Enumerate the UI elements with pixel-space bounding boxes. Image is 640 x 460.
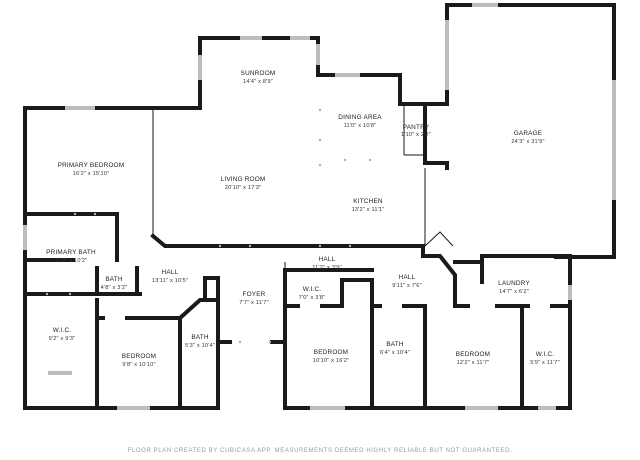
room-wic-east: W.I.C. 5'9" x 11'7" [530, 351, 560, 366]
room-sunroom: SUNROOM 14'4" x 8'9" [241, 70, 276, 85]
room-name: BEDROOM [122, 353, 156, 360]
room-name: BATH [105, 276, 123, 283]
room-dimensions: 5'9" x 11'7" [530, 360, 560, 366]
room-dimensions: 9'2" x 9'3" [49, 336, 76, 342]
room-name: DINING AREA [338, 114, 382, 121]
room-name: BATH [386, 341, 404, 348]
room-dimensions: 10'10" x 16'2" [313, 358, 350, 364]
room-labels: SUNROOM 14'4" x 8'9" DINING AREA 11'0" x… [46, 70, 560, 368]
room-laundry: LAUNDRY 14'7" x 6'2" [498, 280, 530, 295]
walls [23, 3, 616, 410]
room-garage: GARAGE 24'3" x 31'9" [511, 130, 544, 145]
room-wic-west: W.I.C. 9'2" x 9'3" [49, 327, 76, 342]
room-dimensions: 6'4" x 10'4" [380, 350, 410, 356]
room-name: BEDROOM [456, 351, 490, 358]
room-name: PRIMARY BEDROOM [58, 162, 125, 169]
room-dimensions: 9'8" x 10'10" [122, 362, 155, 368]
room-name: PANTRY [403, 124, 430, 131]
room-name: BATH [191, 334, 209, 341]
room-kitchen: KITCHEN 13'2" x 11'1" [352, 198, 385, 213]
room-name: LAUNDRY [498, 280, 530, 287]
room-name: SUNROOM [241, 70, 276, 77]
room-dimensions: 7'7" x 11'7" [239, 300, 269, 306]
room-name: W.I.C. [536, 351, 555, 358]
floor-plan-disclaimer: FLOOR PLAN CREATED BY CUBICASA APP. MEAS… [127, 448, 513, 454]
room-dimensions: 12'2" x 11'7" [457, 360, 490, 366]
room-pantry: PANTRY 1'10" x 2'2" [401, 124, 431, 138]
room-name: HALL [319, 256, 336, 263]
room-dimensions: 13'11" x 10'5" [152, 278, 188, 284]
room-dimensions: 7'0" x 3'8" [299, 295, 326, 301]
room-name: LIVING ROOM [221, 176, 266, 183]
room-dimensions: 13'2" x 11'1" [352, 207, 385, 213]
room-hall-east: HALL 9'11" x 7'6" [392, 274, 422, 289]
room-dimensions: 1'10" x 2'2" [401, 132, 431, 138]
room-primary-bedroom: PRIMARY BEDROOM 16'2" x 15'10" [58, 162, 125, 177]
room-dimensions: 11'2" x 10'2" [55, 258, 88, 264]
room-bath-center: BATH 6'4" x 10'4" [380, 341, 410, 356]
room-dimensions: 11'0" x 10'8" [344, 123, 377, 129]
room-bath-west: BATH 5'3" x 10'4" [185, 334, 215, 349]
room-name: KITCHEN [353, 198, 383, 205]
room-name: PRIMARY BATH [46, 249, 96, 256]
room-dimensions: 14'7" x 6'2" [499, 289, 529, 295]
room-dimensions: 9'11" x 7'6" [392, 283, 422, 289]
room-name: W.I.C. [303, 286, 322, 293]
room-bedroom-east: BEDROOM 12'2" x 11'7" [456, 351, 490, 366]
room-dimensions: 11'2" x 3'9" [312, 265, 342, 271]
room-bedroom-center: BEDROOM 10'10" x 16'2" [313, 349, 350, 364]
room-name: FOYER [242, 291, 265, 298]
room-name: W.I.C. [53, 327, 72, 334]
room-name: HALL [399, 274, 416, 281]
room-living-room: LIVING ROOM 20'10" x 17'3" [221, 176, 266, 191]
room-dimensions: 4'8" x 3'2" [101, 285, 128, 291]
opening-markers [45, 108, 372, 344]
room-name: BEDROOM [314, 349, 348, 356]
room-bath-small: BATH 4'8" x 3'2" [101, 276, 128, 291]
room-dimensions: 5'3" x 10'4" [185, 343, 215, 349]
door-openings [75, 257, 550, 345]
windows [23, 3, 616, 410]
room-name: HALL [162, 269, 179, 276]
room-bedroom-west: BEDROOM 9'8" x 10'10" [122, 353, 156, 368]
room-primary-bath: PRIMARY BATH 11'2" x 10'2" [46, 249, 96, 264]
room-dimensions: 24'3" x 31'9" [511, 139, 544, 145]
room-name: GARAGE [514, 130, 543, 137]
room-dimensions: 20'10" x 17'3" [225, 185, 262, 191]
room-hall-west: HALL 13'11" x 10'5" [152, 269, 188, 284]
room-dimensions: 14'4" x 8'9" [243, 79, 273, 85]
room-dining-area: DINING AREA 11'0" x 10'8" [338, 114, 382, 129]
room-hall-center: HALL 11'2" x 3'9" [312, 256, 342, 271]
room-wic-center: W.I.C. 7'0" x 3'8" [299, 286, 326, 301]
room-dimensions: 16'2" x 15'10" [73, 171, 110, 177]
room-foyer: FOYER 7'7" x 11'7" [239, 291, 269, 306]
